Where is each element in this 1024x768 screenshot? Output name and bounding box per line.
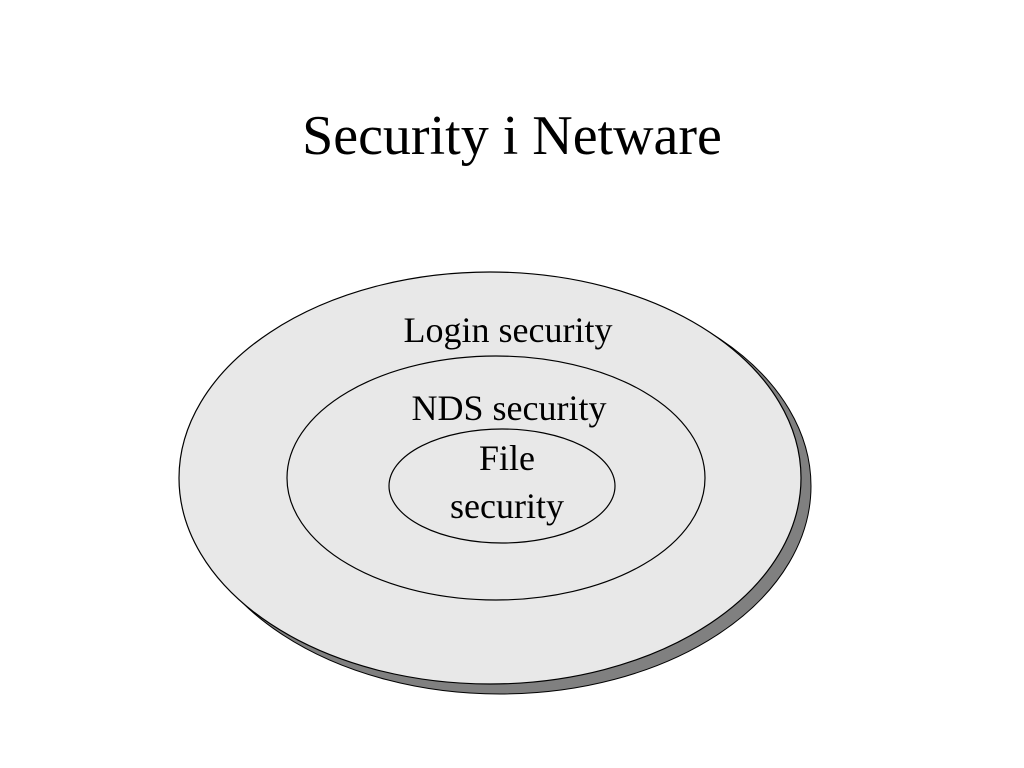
file-security-ellipse [388,428,616,544]
file-security-label-line1: File [479,438,535,478]
login-security-label: Login security [404,310,613,350]
login-security-ellipse [178,271,802,685]
slide-title: Security i Netware [302,105,722,167]
file-security-label-line2: security [450,486,564,526]
nds-security-ellipse [286,355,706,601]
nds-security-label: NDS security [412,388,607,428]
